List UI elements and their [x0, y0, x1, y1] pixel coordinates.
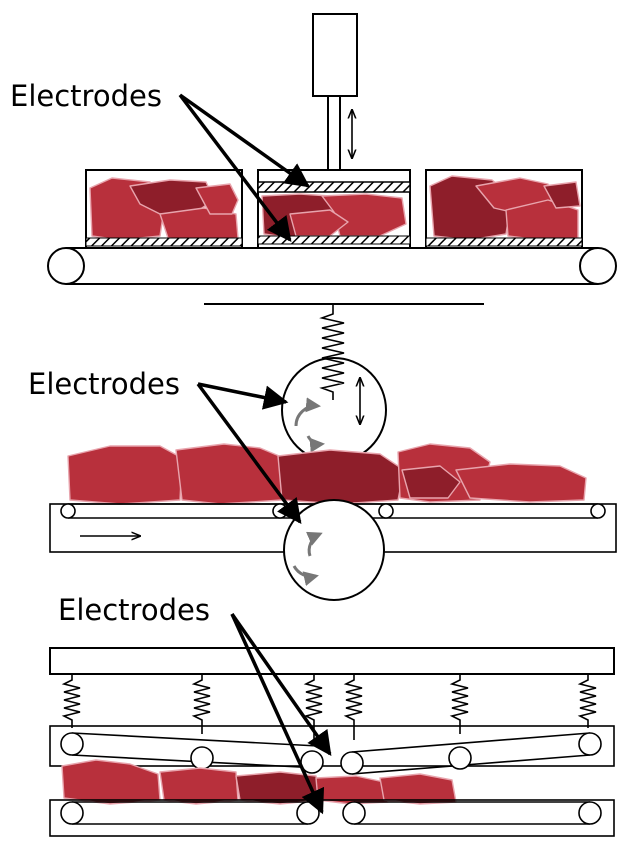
- electrodes-label-1: Electrodes: [10, 79, 162, 113]
- meat-chunk: [195, 183, 239, 215]
- top-roller-electrode: [281, 357, 387, 463]
- rotation-arrow-icon-bottom: [306, 531, 323, 557]
- actuator-cylinder: [312, 13, 358, 97]
- lower-belt-left: [60, 801, 320, 825]
- meat-chunk: [175, 443, 285, 505]
- pointer-arrow-upper-belt: [230, 612, 332, 757]
- upper-belt-left: [60, 732, 324, 774]
- roller-spring: [319, 304, 345, 400]
- panel-belt-press: Electrodes: [49, 593, 615, 837]
- belt-roller-left: [47, 247, 85, 285]
- pointer-arrow-bottom-roller: [196, 382, 302, 524]
- conveyor-belt-1: [47, 247, 617, 285]
- electrode-top-center: [257, 181, 411, 193]
- electrode-bottom-left: [85, 237, 243, 247]
- rotation-arrow-icon-top: [294, 397, 321, 427]
- panel-batch-press: Electrodes: [10, 13, 617, 285]
- electrode-bottom-right: [425, 237, 583, 247]
- meat-chunk: [401, 465, 461, 499]
- meat-chunk: [61, 759, 161, 805]
- electrodes-label-3: Electrodes: [58, 593, 210, 627]
- pointer-arrow-lower-belt: [230, 613, 325, 815]
- lower-belt-right: [342, 801, 602, 825]
- meat-chunk: [277, 449, 405, 505]
- meat-layer-2: [67, 443, 587, 505]
- belt-roller-2a: [60, 503, 76, 519]
- press-springs: [61, 674, 597, 740]
- rotation-arrow-icon-top-2: [306, 435, 325, 453]
- lower-belt-frame: [49, 799, 615, 837]
- belt-roller-2c: [378, 503, 394, 519]
- bottom-roller-electrode: [283, 499, 385, 601]
- belt-roller-right: [579, 247, 617, 285]
- meat-chunk: [159, 767, 239, 805]
- belt-roller-2b: [272, 503, 288, 519]
- pointer-arrow-bottom-electrode: [178, 93, 292, 242]
- meat-chunk: [543, 181, 581, 209]
- upper-belt-frame: [49, 725, 615, 767]
- meat-chunk: [455, 463, 587, 503]
- rotation-arrow-icon-bottom-2: [292, 565, 319, 586]
- panel-roller: Electrodes: [28, 303, 617, 601]
- meat-chunk: [67, 445, 183, 505]
- meat-layer-3: [61, 759, 457, 805]
- pointer-arrow-top-roller: [197, 382, 289, 410]
- pointer-arrow-top-electrode: [178, 93, 310, 188]
- belt-roller-2d: [590, 503, 606, 519]
- electrode-bottom-center: [257, 235, 411, 245]
- meat-chunks-right: [429, 175, 581, 241]
- top-press-plate: [49, 647, 615, 675]
- upper-belt-right: [340, 732, 602, 775]
- electrodes-label-2: Electrodes: [28, 367, 180, 401]
- meat-chunk: [289, 209, 349, 237]
